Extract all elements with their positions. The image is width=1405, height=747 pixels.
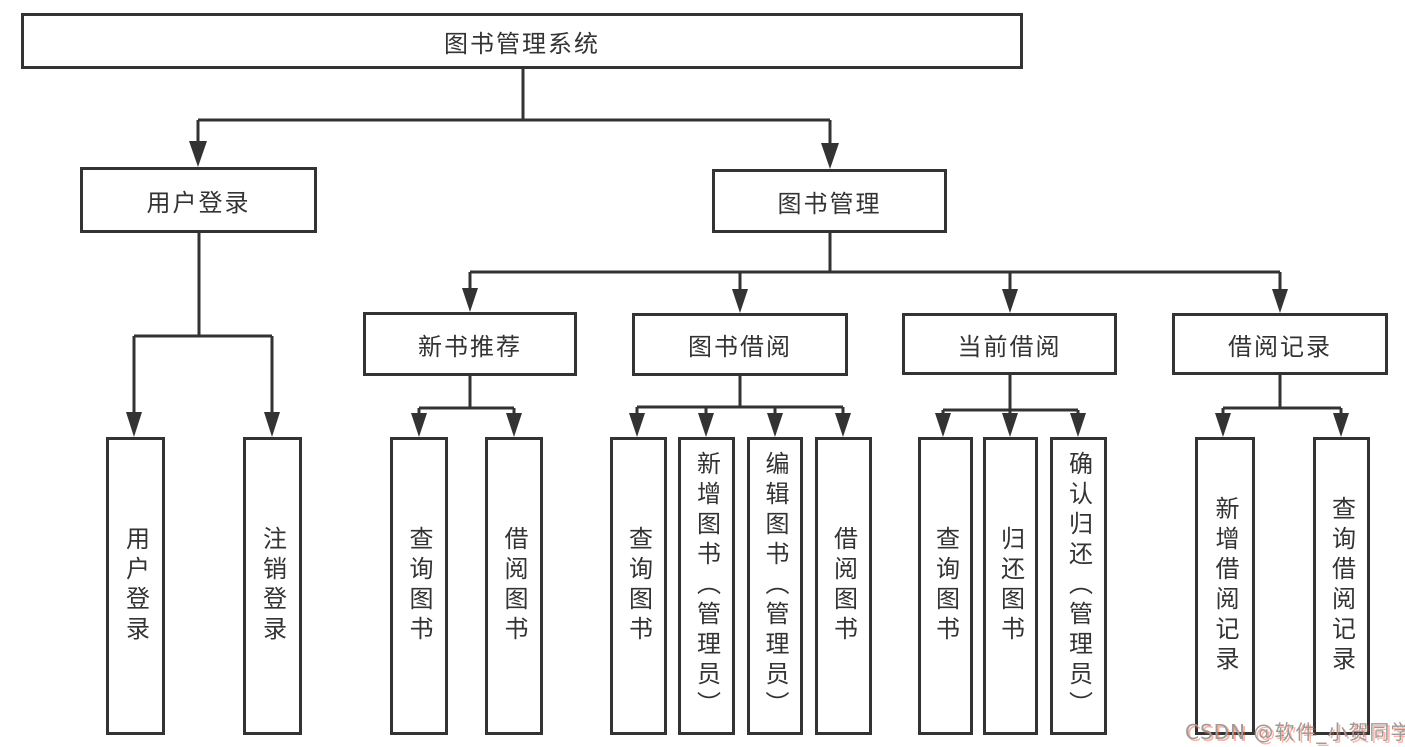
leaf-node-label: 借阅图书	[500, 526, 528, 646]
module-node-label: 当前借阅	[957, 332, 1062, 361]
arrowhead-group	[126, 141, 1349, 437]
leaf-node-query-borrow-record: 查询借阅记录	[1313, 437, 1370, 735]
leaf-node-label: 归还图书	[996, 526, 1025, 646]
module-node-label: 借阅记录	[1228, 332, 1332, 361]
module-node-current-borrowing: 当前借阅	[902, 313, 1117, 375]
module-node-borrow-records: 借阅记录	[1172, 313, 1388, 375]
leaf-node-label: 确认归还（管理员）	[1064, 451, 1093, 721]
branch-node-label: 图书管理	[777, 189, 882, 218]
leaf-node-logout: 注销登录	[243, 437, 302, 735]
leaf-node-confirm-return-admin: 确认归还（管理员）	[1050, 437, 1107, 735]
leaf-node-edit-books-admin: 编辑图书（管理员）	[747, 437, 803, 735]
leaf-node-query-books-2: 查询图书	[610, 437, 667, 735]
leaf-node-add-books-admin: 新增图书（管理员）	[678, 437, 735, 735]
leaf-node-label: 编辑图书（管理员）	[761, 451, 789, 721]
leaf-node-user-login: 用户登录	[106, 437, 165, 735]
module-node-label: 图书借阅	[688, 333, 792, 361]
leaf-node-query-books-1: 查询图书	[390, 437, 448, 735]
leaf-node-label: 查询图书	[405, 526, 433, 646]
leaf-node-label: 新增借阅记录	[1211, 496, 1239, 676]
leaf-node-label: 用户登录	[121, 526, 150, 646]
leaf-node-add-borrow-record: 新增借阅记录	[1195, 437, 1255, 735]
leaf-node-label: 新增图书（管理员）	[692, 451, 721, 721]
root-node-label: 图书管理系统	[444, 29, 600, 58]
leaf-node-label: 查询借阅记录	[1327, 496, 1356, 676]
module-node-new-book-recommend: 新书推荐	[363, 312, 577, 376]
root-node-library-system: 图书管理系统	[21, 13, 1023, 69]
leaf-node-label: 查询图书	[624, 526, 653, 646]
leaf-node-label: 注销登录	[258, 526, 287, 646]
leaf-node-label: 借阅图书	[829, 526, 858, 646]
module-node-label: 新书推荐	[418, 332, 522, 361]
leaf-node-query-books-3: 查询图书	[918, 437, 973, 735]
branch-node-label: 用户登录	[146, 188, 251, 217]
leaf-node-return-books: 归还图书	[983, 437, 1038, 735]
leaf-node-borrow-books-2: 借阅图书	[815, 437, 872, 735]
branch-node-book-management: 图书管理	[712, 169, 947, 233]
leaf-node-borrow-books-1: 借阅图书	[485, 437, 543, 735]
module-node-book-borrowing: 图书借阅	[632, 313, 848, 376]
branch-node-user-login: 用户登录	[80, 167, 317, 233]
leaf-node-label: 查询图书	[931, 526, 960, 646]
